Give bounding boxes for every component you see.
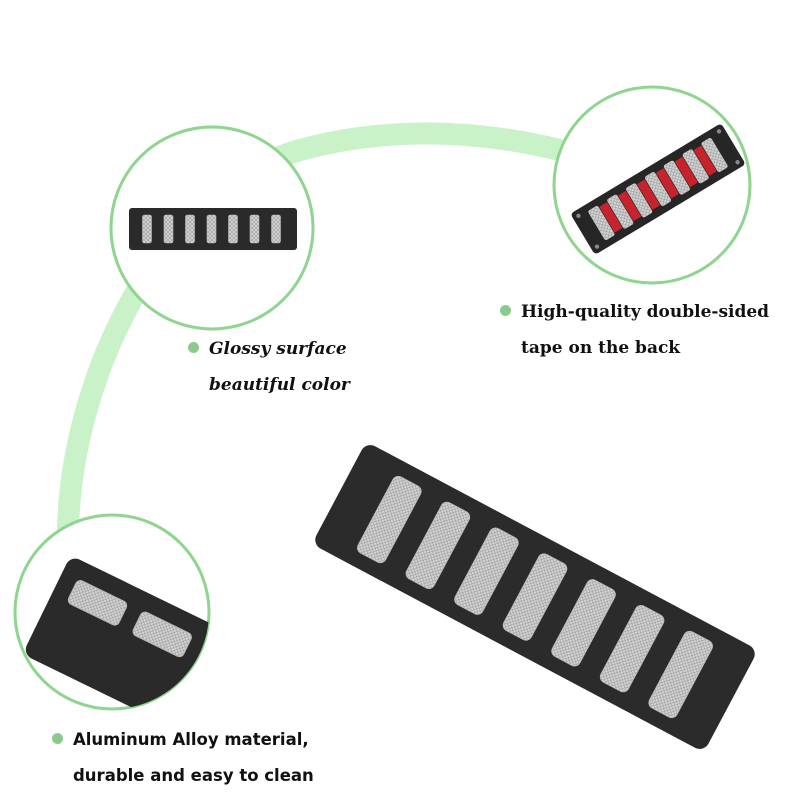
tape-strip: [599, 202, 623, 233]
tape-strip: [618, 191, 641, 221]
screw-hole: [735, 159, 740, 165]
feature-text: durable and easy to clean: [73, 766, 314, 785]
vent-slot: [599, 605, 665, 693]
screw-hole: [594, 244, 600, 249]
screw-hole: [576, 213, 581, 219]
feature-text: tape on the back: [521, 338, 681, 358]
vent-slot: [163, 214, 174, 244]
tape-strip: [656, 168, 679, 199]
small-vent-panel: [129, 208, 297, 250]
vent-slot: [206, 214, 217, 244]
feature-text: beautiful color: [209, 375, 350, 395]
alloy-detail-circle: [13, 513, 211, 711]
tape-detail-circle: [552, 85, 752, 285]
vent-slot: [648, 630, 713, 719]
feature-text: Glossy surface: [209, 339, 347, 359]
vent-slot: [607, 194, 634, 229]
vent-slot: [551, 579, 616, 667]
tape-strip: [675, 157, 698, 187]
feature-aluminum-alloy: Aluminum Alloy material, durable and eas…: [52, 722, 314, 794]
vent-slot: [454, 527, 519, 615]
feature-text: High-quality double-sided: [521, 302, 770, 322]
vent-slot: [357, 475, 422, 564]
bullet-dot: [500, 305, 511, 316]
vent-slot: [228, 214, 238, 244]
vent-slot: [626, 183, 653, 218]
glossy-detail-circle: [109, 125, 315, 331]
vent-slot: [588, 206, 615, 240]
vent-slot: [185, 214, 195, 244]
vent-slot: [271, 214, 281, 244]
vent-slot: [502, 553, 568, 641]
vent-slot: [142, 214, 152, 244]
feature-double-sided-tape: High-quality double-sided tape on the ba…: [500, 294, 769, 366]
main-vent-panel: [315, 445, 755, 749]
vent-slot: [682, 149, 709, 184]
vent-slot: [701, 138, 728, 172]
vent-slot: [249, 214, 260, 244]
zoomed-vent-corner: [25, 558, 209, 709]
back-view-vent-panel: [571, 124, 745, 254]
vent-slot: [405, 501, 471, 589]
bullet-dot: [52, 733, 63, 744]
feature-text: Aluminum Alloy material,: [73, 730, 309, 749]
tape-strip: [693, 145, 717, 176]
screw-hole: [716, 129, 722, 134]
tape-strip: [637, 179, 660, 210]
vent-slot: [663, 160, 690, 195]
bullet-dot: [188, 342, 199, 353]
vent-slot: [644, 172, 672, 206]
feature-glossy-surface: Glossy surface beautiful color: [188, 331, 350, 403]
